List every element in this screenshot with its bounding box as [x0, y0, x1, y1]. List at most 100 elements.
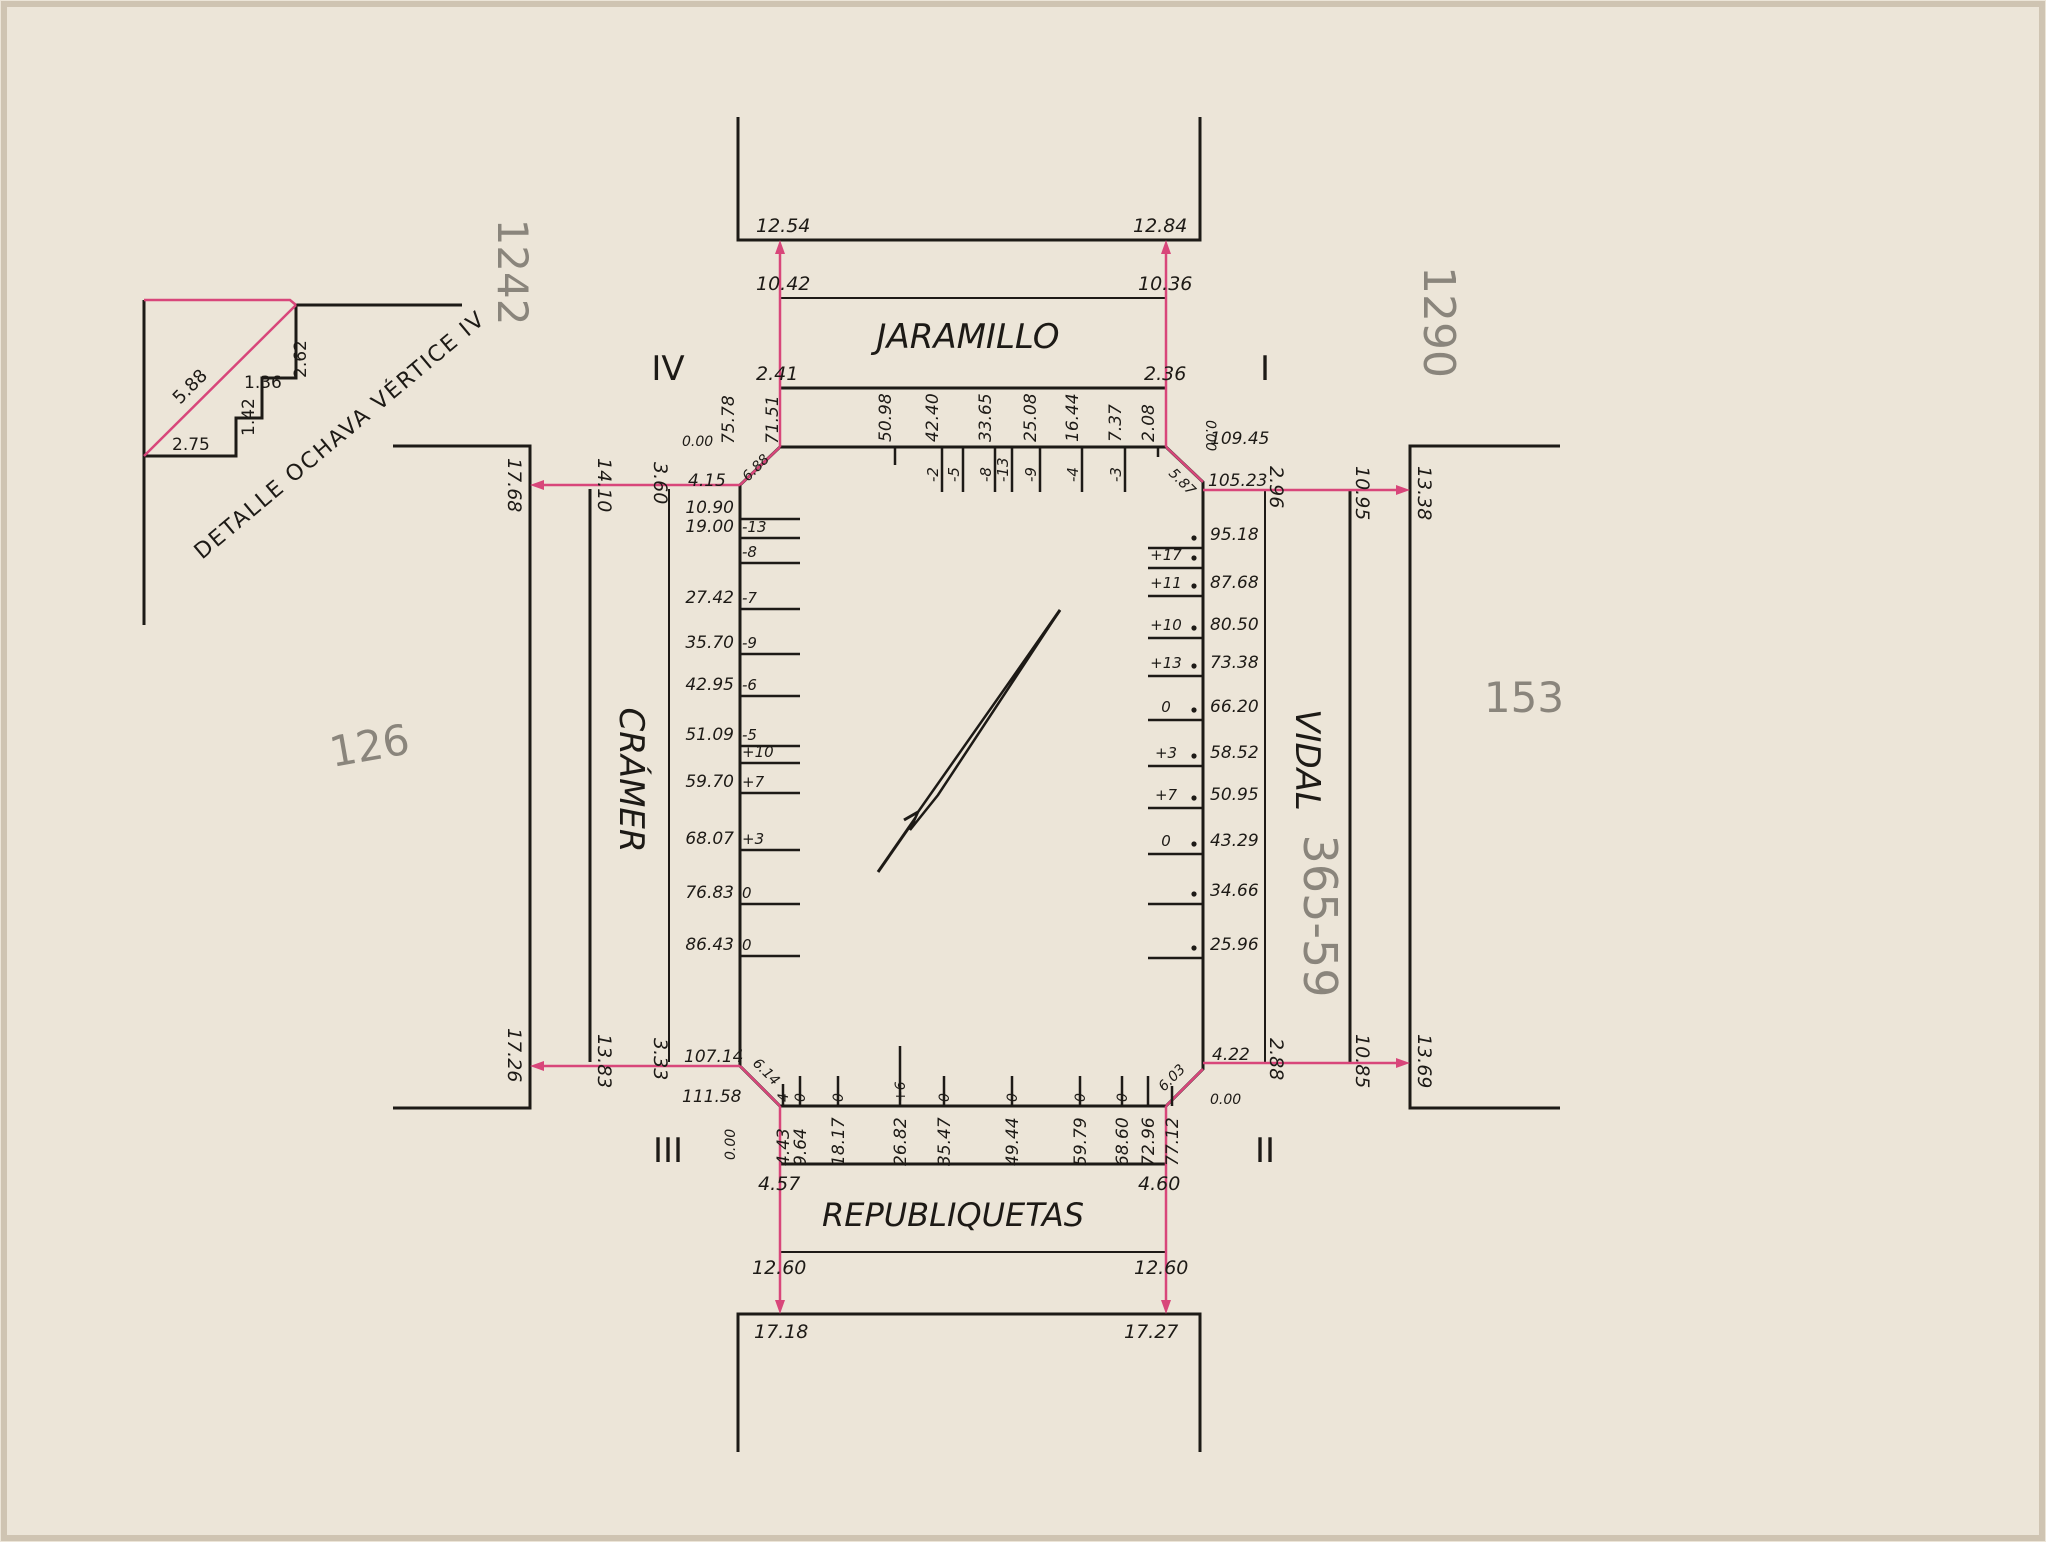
north-tick-position: 42.40 [923, 393, 943, 442]
south-tick-position: 49.44 [1003, 1117, 1023, 1166]
street-label-east: VIDAL [1287, 709, 1327, 811]
dim-e-bot-b: 10.85 [1351, 1034, 1373, 1088]
south-tick-position: 59.79 [1071, 1117, 1091, 1166]
north-tick-position: 50.98 [876, 393, 896, 442]
east-tick-dot [1191, 663, 1197, 669]
south-side-ticks: 44.4309.64018.17+626.82035.47049.44059.7… [774, 1046, 1183, 1166]
north-tick-position: 33.65 [976, 393, 996, 442]
west-tick-elevation: -6 [742, 676, 757, 694]
west-tick-position: 42.95 [685, 675, 734, 695]
west-tick-elevation: +3 [742, 830, 764, 848]
dim-e-bot-a: 2.88 [1265, 1038, 1287, 1080]
dim-n-low-right: 2.36 [1144, 363, 1186, 385]
corner-nw-c1: 75.78 [719, 395, 739, 444]
east-tick-dot [1191, 625, 1197, 631]
west-tick-elevation: -9 [742, 634, 757, 652]
detail-dim-3: 1.36 [244, 373, 282, 393]
east-tick-elevation: +7 [1155, 786, 1178, 804]
east-tick-position: 43.29 [1210, 831, 1259, 851]
south-tick-position: 26.82 [891, 1117, 911, 1166]
west-side-ticks: 10.9019.00-13-827.42-735.70-942.95-651.0… [685, 498, 800, 958]
west-tick-elevation: +7 [742, 773, 765, 791]
vertex-label-ii: II [1255, 1131, 1275, 1171]
dim-n-top-right: 12.84 [1133, 215, 1187, 237]
corner-ne-side: 109.45 [1210, 429, 1269, 449]
street-label-north: JARAMILLO [870, 317, 1059, 357]
south-tick-elevation: 0 [1005, 1093, 1021, 1102]
dim-s-top-right: 4.60 [1138, 1173, 1180, 1195]
corner-sw-side: 107.14 [684, 1047, 743, 1067]
east-tick-elevation: +10 [1150, 616, 1182, 634]
west-tick-position: 86.43 [685, 935, 734, 955]
west-tick-position: 68.07 [685, 829, 734, 849]
dim-n-top-left: 12.54 [756, 215, 810, 237]
dim-w-bot-a: 3.33 [649, 1038, 671, 1080]
east-tick-position: 50.95 [1210, 785, 1259, 805]
east-tick-elevation: 0 [1161, 698, 1171, 716]
street-label-west: CRÁMER [611, 707, 652, 852]
east-tick-dot [1191, 945, 1197, 951]
dim-n-mid-right: 10.36 [1138, 273, 1192, 295]
south-tick-position: 18.17 [829, 1117, 849, 1166]
north-arrow-icon [876, 609, 1062, 873]
south-tick-elevation: 0 [793, 1093, 809, 1102]
dim-n-mid-left: 10.42 [756, 273, 810, 295]
east-tick-position: 25.96 [1210, 935, 1259, 955]
east-tick-position: 66.20 [1210, 697, 1259, 717]
corner-sw-zero: 0.00 [723, 1129, 739, 1160]
dim-s-low-right: 17.27 [1124, 1321, 1178, 1343]
corner-nw-side: 4.15 [688, 471, 726, 491]
east-tick-position: 95.18 [1210, 525, 1259, 545]
east-tick-dot [1191, 535, 1197, 541]
east-tick-elevation: +17 [1150, 546, 1182, 564]
dim-s-low-left: 17.18 [754, 1321, 808, 1343]
south-tick-elevation: 4 [776, 1093, 792, 1102]
corner-ne-side2: 105.23 [1208, 471, 1267, 491]
north-tick-elevation: -8 [977, 467, 995, 482]
west-tick-elevation: +10 [742, 743, 774, 761]
corner-se-zero: 0.00 [1210, 1092, 1241, 1108]
pencil-note-north-right: 1290 [1413, 266, 1464, 378]
corner-nw-zero: 0.00 [682, 434, 713, 450]
north-tick-position: 16.44 [1063, 393, 1083, 442]
south-tick-position: 68.60 [1113, 1117, 1133, 1166]
corner-nw-c2: 71.51 [763, 395, 783, 444]
north-tick-elevation: -5 [945, 467, 963, 482]
east-tick-dot [1191, 841, 1197, 847]
dim-e-top-c: 13.38 [1413, 466, 1435, 520]
dimension-labels: 12.54 12.84 10.42 10.36 2.41 2.36 4.57 4… [503, 215, 1435, 1343]
north-tick-elevation: -2 [924, 467, 942, 482]
dim-n-low-left: 2.41 [756, 363, 798, 385]
vertex-label-i: I [1260, 349, 1270, 389]
west-tick-elevation: -8 [742, 543, 757, 561]
east-tick-position: 80.50 [1210, 615, 1259, 635]
south-tick-elevation: 0 [1073, 1093, 1089, 1102]
dim-w-bot-b: 13.83 [593, 1034, 615, 1088]
east-tick-dot [1191, 707, 1197, 713]
east-tick-position: 73.38 [1210, 653, 1259, 673]
south-tick-position: 77.12 [1163, 1117, 1183, 1166]
detail-dim-2: 1.42 [239, 398, 259, 436]
north-tick-elevation: -3 [1107, 467, 1125, 482]
pencil-note-record: 365-59 [1293, 835, 1347, 998]
north-tick-position: 7.37 [1106, 404, 1126, 442]
west-tick-position: 27.42 [685, 588, 734, 608]
east-tick-dot [1191, 555, 1197, 561]
west-tick-position: 51.09 [685, 725, 734, 745]
dim-s-top-left: 4.57 [758, 1173, 800, 1195]
north-tick-position: 2.08 [1139, 404, 1159, 442]
east-side-ticks: 95.18+1787.68+1180.50+1073.38+1366.20058… [1148, 525, 1259, 960]
south-tick-position: 35.47 [935, 1117, 955, 1166]
north-tick-position: 25.08 [1021, 393, 1041, 442]
west-tick-elevation: -7 [742, 589, 757, 607]
vertex-label-iii: III [653, 1131, 683, 1171]
dim-s-mid-left: 12.60 [752, 1257, 806, 1279]
west-tick-position: 10.90 [685, 498, 734, 518]
south-tick-elevation: 0 [937, 1093, 953, 1102]
west-tick-position: 35.70 [685, 633, 734, 653]
east-tick-dot [1191, 891, 1197, 897]
